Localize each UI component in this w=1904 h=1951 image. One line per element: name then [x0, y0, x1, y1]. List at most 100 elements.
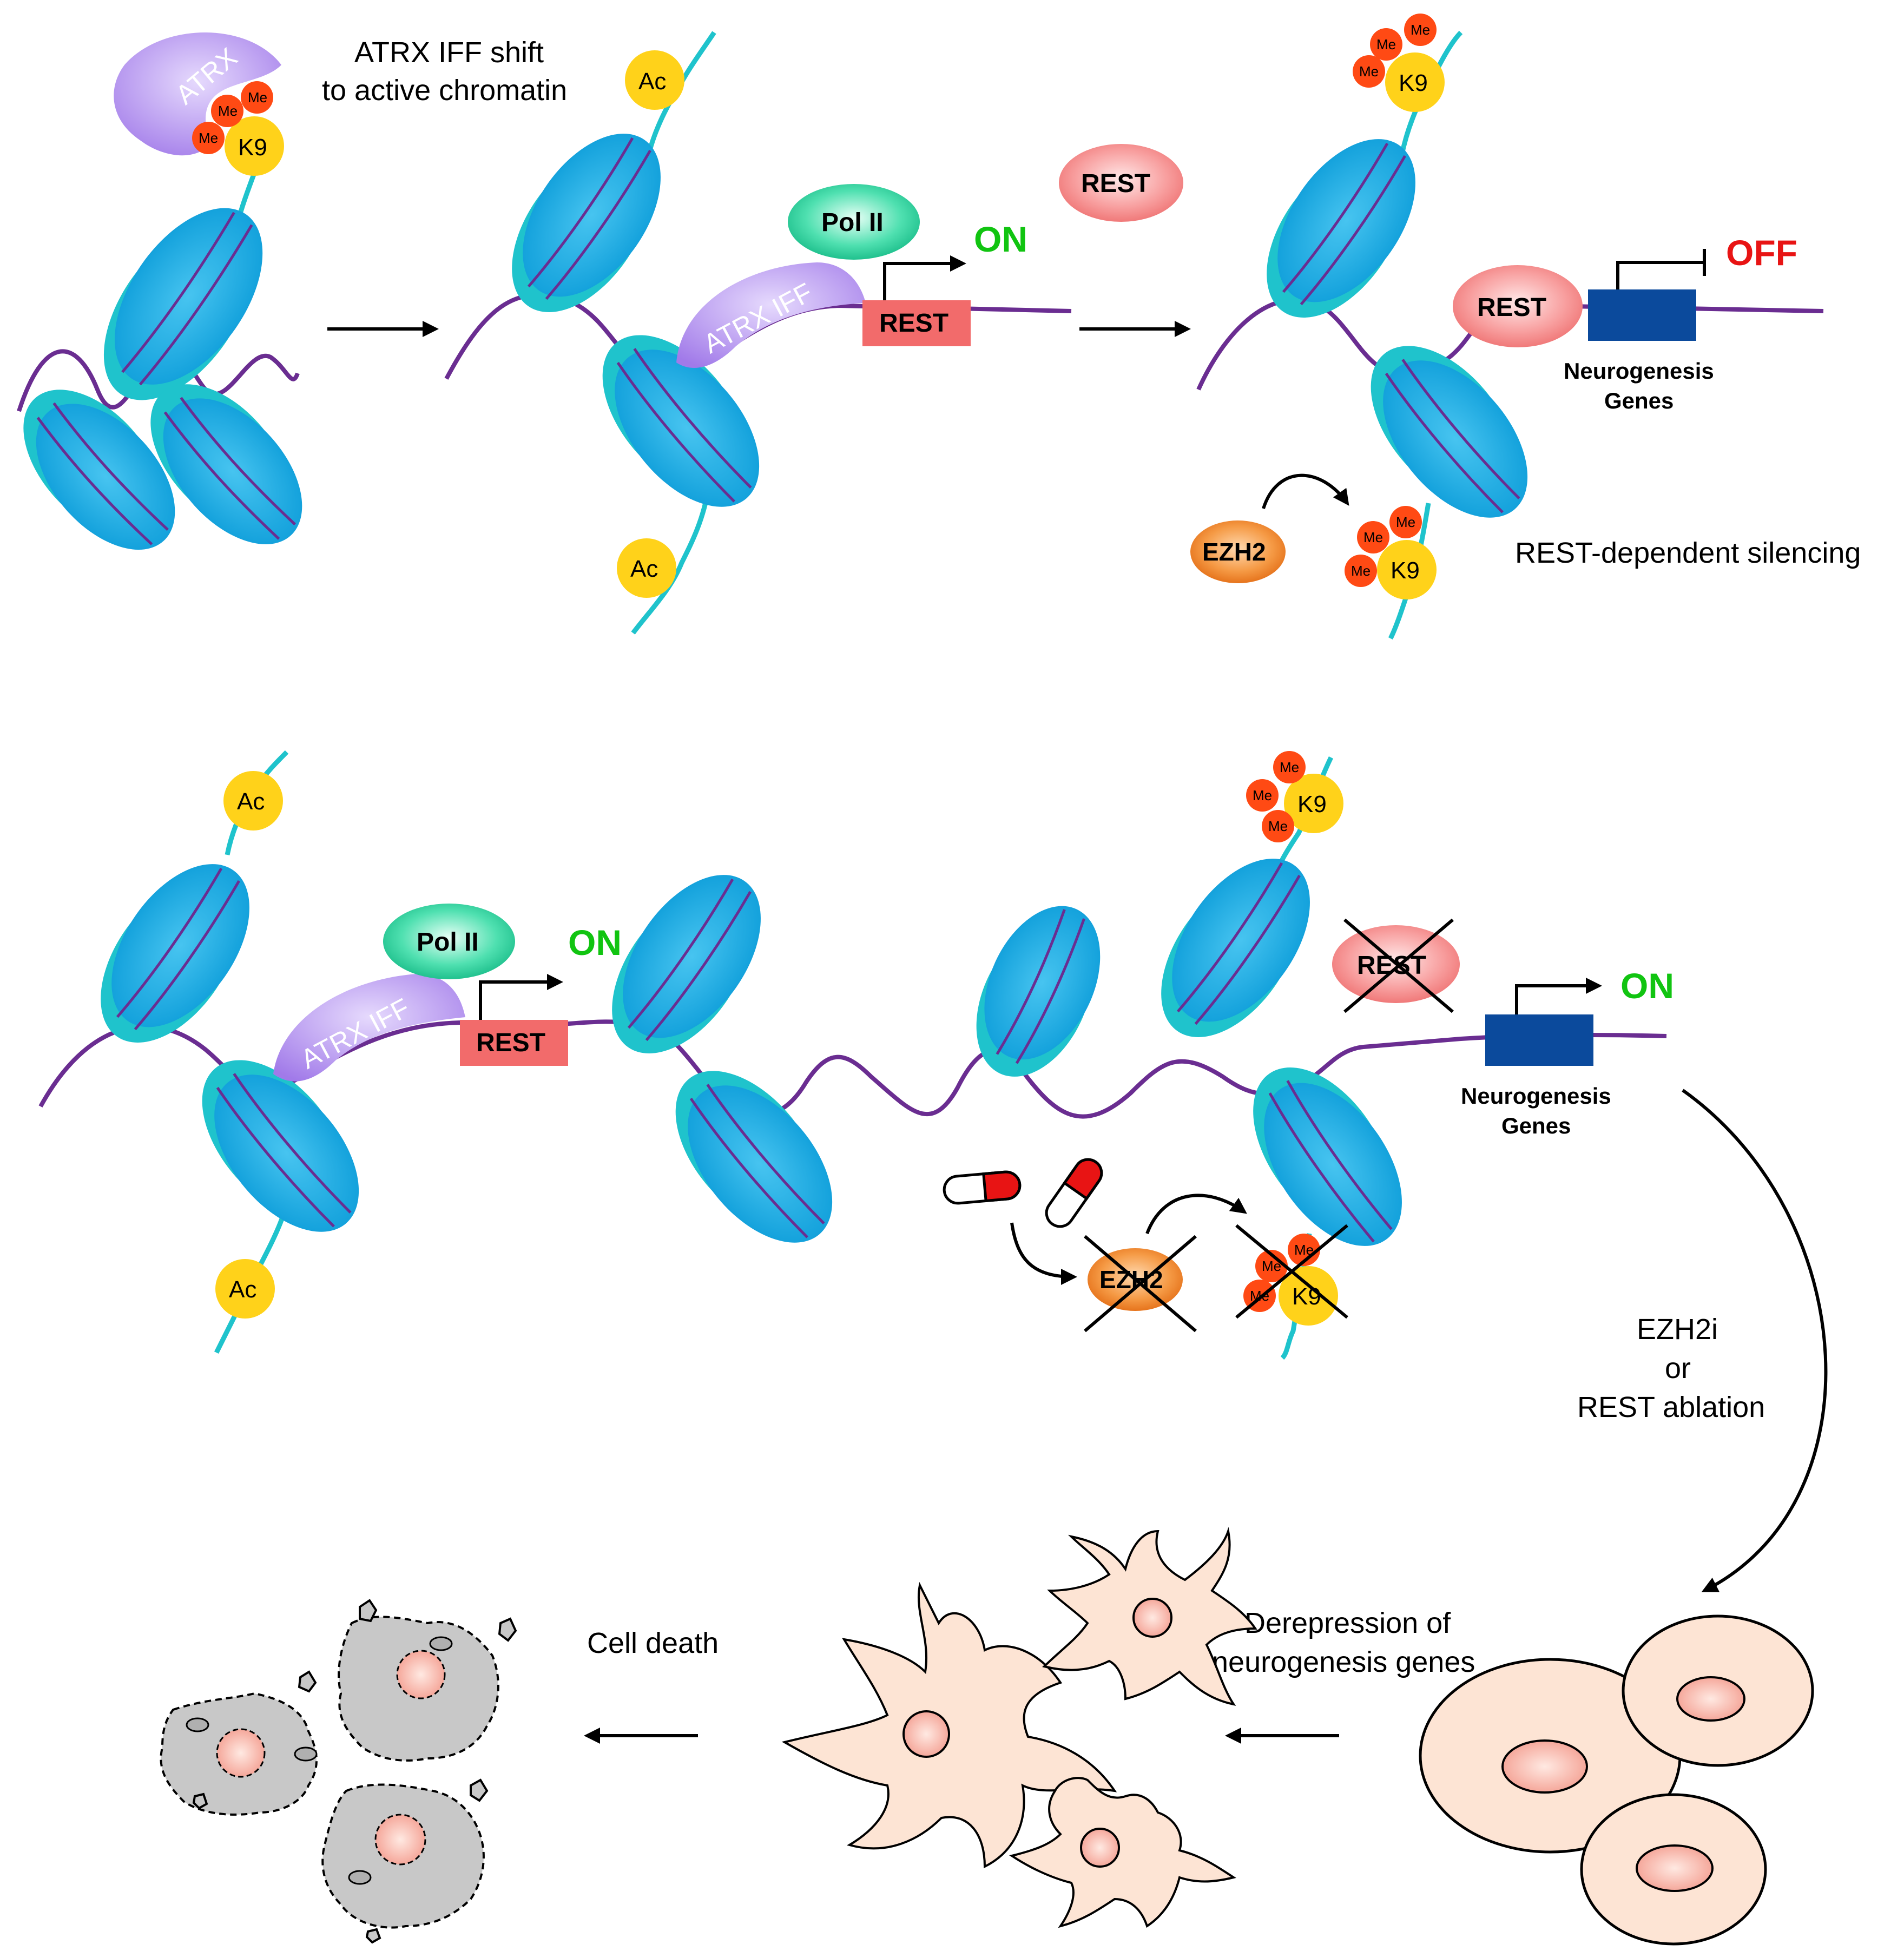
cell [1622, 1614, 1814, 1767]
acetyl-group [223, 771, 283, 831]
acetyl-group [617, 538, 676, 598]
caption-line1: ATRX IFF shift [354, 36, 544, 69]
cell [1580, 1793, 1767, 1946]
pol2-label: Pol II [821, 208, 884, 237]
ac-label: Ac [638, 68, 666, 95]
cross-mark [1084, 1235, 1197, 1333]
k9-residue [1284, 774, 1343, 833]
rest-protein-label: REST [1477, 293, 1546, 322]
neurogenesis-gene-box [1485, 1014, 1593, 1066]
rest-gene-label: REST [879, 309, 948, 338]
svg-text:Me: Me [1396, 514, 1415, 530]
atrx-iff-protein [273, 974, 465, 1082]
repression-bar [1616, 249, 1706, 289]
curved-arrow [1682, 1089, 1828, 1592]
transcription-arrow [479, 974, 563, 1020]
ezh2-label: EZH2 [1202, 538, 1266, 566]
neurogenesis-label-line1: Neurogenesis [1564, 358, 1714, 384]
acetyl-group [215, 1259, 275, 1319]
svg-text:Me: Me [1250, 1288, 1269, 1304]
neuron-cell [781, 1581, 1117, 1869]
ac-label: Ac [229, 1276, 256, 1303]
off-label: OFF [1726, 233, 1797, 273]
k9-residue [225, 116, 284, 176]
rest-protein [1453, 265, 1583, 347]
transcription-arrow [1515, 978, 1602, 1014]
pol2-label: Pol II [417, 928, 479, 957]
neurogenesis-label-line2: Genes [1501, 1113, 1571, 1138]
dead-cell [321, 1783, 485, 1929]
svg-text:Me: Me [1363, 529, 1383, 545]
k9-label: K9 [1391, 557, 1420, 584]
rest-protein-label: REST [1357, 951, 1426, 980]
acetyl-group [625, 50, 684, 110]
rest-protein [1059, 144, 1183, 222]
atrx-iff-protein [676, 262, 866, 368]
ac-label: Ac [237, 788, 265, 815]
nucleosome [976, 906, 1101, 1077]
derepression-line1: Derepression of [1244, 1607, 1451, 1639]
svg-text:Me: Me [1359, 63, 1379, 80]
methyl-group: Me Me Me [1353, 14, 1437, 88]
k9-residue [1279, 1266, 1338, 1326]
svg-text:Me: Me [248, 89, 267, 106]
neuron-cell [1009, 1777, 1236, 1928]
panel-top: ATRX K9 Me Me Me ATRX IFF shift to activ… [17, 14, 1861, 640]
svg-text:Me: Me [1268, 818, 1288, 834]
nucleosome [675, 1071, 833, 1243]
nucleosome [512, 134, 661, 312]
inhibition-arrow [1010, 1222, 1077, 1285]
nucleosome [202, 1060, 359, 1232]
svg-text:Me: Me [1280, 759, 1299, 775]
svg-text:Me: Me [199, 130, 218, 146]
neurogenesis-gene-box [1588, 289, 1696, 341]
k9-residue [1377, 540, 1437, 599]
k9-label: K9 [1399, 70, 1428, 96]
silencing-label: REST-dependent silencing [1515, 537, 1861, 569]
k9-label: K9 [238, 134, 267, 161]
nucleosome [101, 864, 249, 1043]
ezh2-label: EZH2 [1099, 1265, 1163, 1294]
neurogenesis-label-line2: Genes [1604, 388, 1674, 413]
panel-middle: Ac Ac ATRX IFF Pol II REST ON [38, 750, 1828, 1592]
ezh2-protein [1190, 520, 1286, 583]
atrx-protein [114, 32, 281, 156]
methyl-group: Me Me Me [192, 81, 273, 154]
nucleosome [612, 875, 761, 1053]
dead-cell [160, 1692, 318, 1816]
pill-icon [943, 1170, 1022, 1205]
histone-tail [631, 486, 711, 635]
cross-mark [1235, 1224, 1348, 1319]
transcription-arrow [883, 255, 966, 300]
on-label: ON [568, 922, 622, 963]
panel-bottom: Derepression of neurogenesis genes Cell … [160, 1527, 1814, 1946]
caption-line2: to active chromatin [322, 74, 567, 107]
on-label: ON [974, 219, 1027, 259]
pill-icon [1045, 1158, 1103, 1228]
nucleosome [1161, 859, 1310, 1037]
rest-protein-label: REST [1081, 169, 1150, 198]
svg-text:Me: Me [1411, 22, 1430, 38]
methylation-arrow [1262, 473, 1349, 509]
treatment-line1: EZH2i [1637, 1313, 1718, 1346]
on-label: ON [1620, 966, 1674, 1006]
pol2-protein [383, 904, 515, 979]
treatment-line3: REST ablation [1577, 1391, 1765, 1423]
k9-label: K9 [1297, 791, 1327, 818]
neurogenesis-label-line1: Neurogenesis [1461, 1083, 1611, 1109]
nucleosome [103, 208, 263, 400]
cell-death-label: Cell death [587, 1627, 719, 1659]
rest-gene-box [862, 300, 971, 346]
derepression-line2: neurogenesis genes [1212, 1646, 1475, 1678]
svg-text:Me: Me [1376, 36, 1396, 52]
apoptotic-body [192, 1599, 517, 1944]
cross-mark [1343, 918, 1454, 1013]
methylation-arrow [1145, 1194, 1247, 1235]
svg-text:Me: Me [1253, 787, 1272, 803]
cell [1419, 1658, 1682, 1854]
nucleosome [1371, 346, 1528, 518]
nucleosome [1267, 139, 1415, 318]
rest-gene-label: REST [476, 1029, 545, 1057]
rest-gene-box [460, 1020, 568, 1066]
